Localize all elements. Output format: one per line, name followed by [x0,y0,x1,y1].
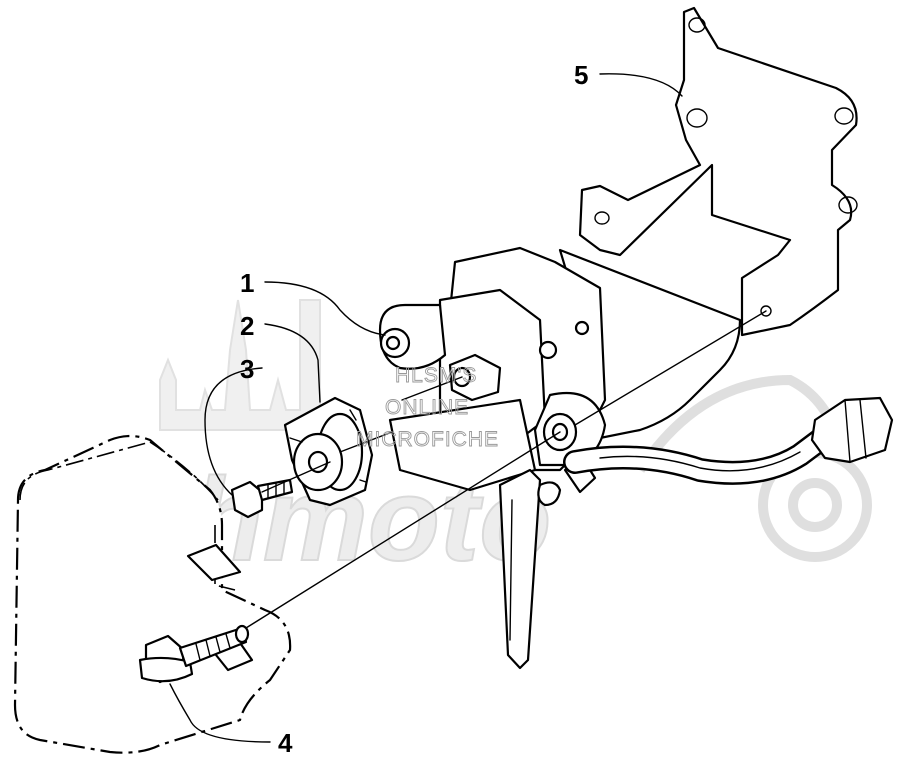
callout-4: 4 [278,728,293,758]
bolt-small [230,478,294,519]
watermark-line-3: MICROFICHE [356,428,499,451]
bolt-long [138,624,250,684]
assembly-axes [245,310,767,629]
mounting-bracket [578,6,858,337]
watermark-line-1: HLSM'S [395,364,477,387]
actuator-assembly [378,246,742,670]
leader-lines [169,73,683,743]
watermark-line-2: ONLINE [385,396,469,419]
callout-1: 1 [240,268,254,298]
watermark-skyline [159,299,361,431]
callout-2: 2 [240,311,254,341]
callout-3: 3 [240,354,254,384]
callout-5: 5 [574,60,588,90]
wiring-harness [563,396,894,485]
